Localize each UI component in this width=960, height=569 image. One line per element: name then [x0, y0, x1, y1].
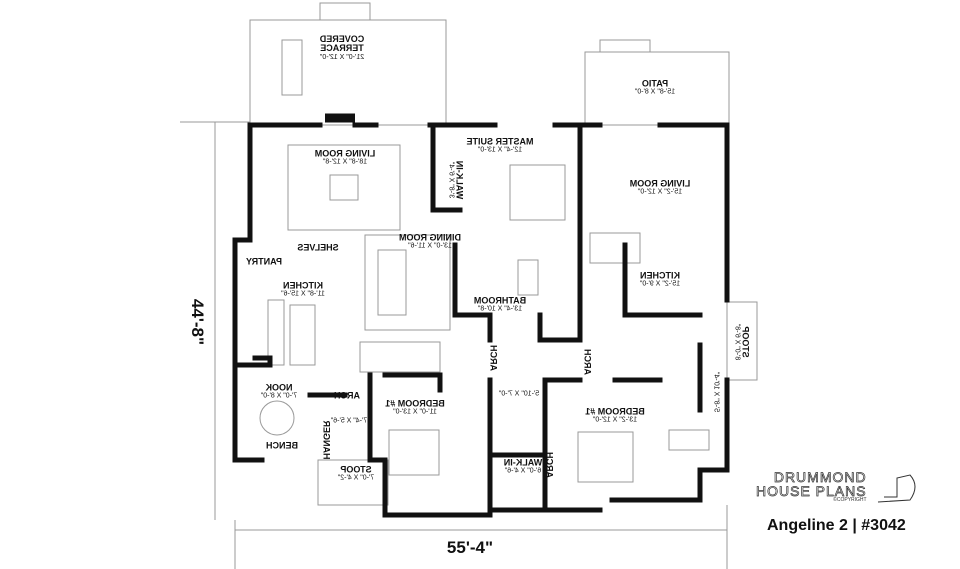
- dimension-width: 55'-4": [446, 538, 494, 557]
- label-laundry: 5'-10" X 7'-0": [498, 390, 540, 398]
- label-bath-2: 5'-8" X 10'-4": [712, 371, 720, 413]
- drummond-logo-mark: [877, 474, 916, 503]
- label-arch-4: ARCH: [544, 452, 555, 478]
- label-shelves: SHELVES: [297, 242, 339, 253]
- label-bench: BENCH: [265, 440, 299, 451]
- label-pantry: PANTRY: [246, 256, 282, 267]
- plan-title: Angeline 2 | #3042: [767, 517, 906, 534]
- logo-line-1: DRUMMOND: [773, 469, 867, 485]
- dimension-depth: 44'-8": [188, 298, 207, 346]
- label-mudroom: 7'-4" X 5'-6": [330, 417, 368, 425]
- label-arch-1: ARCH: [488, 345, 499, 371]
- label-arch-2: ARCH: [582, 349, 593, 375]
- walls: [232, 122, 730, 518]
- logo-line-2: HOUSE PLANS: [756, 483, 867, 499]
- label-hanger: HANGER: [321, 420, 332, 460]
- logo-copyright: ©COPYRIGHT: [833, 497, 867, 503]
- patio-outline: [584, 51, 730, 126]
- drummond-logo: DRUMMOND HOUSE PLANS ©COPYRIGHT: [756, 470, 867, 503]
- label-arch-3: ARCH: [334, 390, 360, 401]
